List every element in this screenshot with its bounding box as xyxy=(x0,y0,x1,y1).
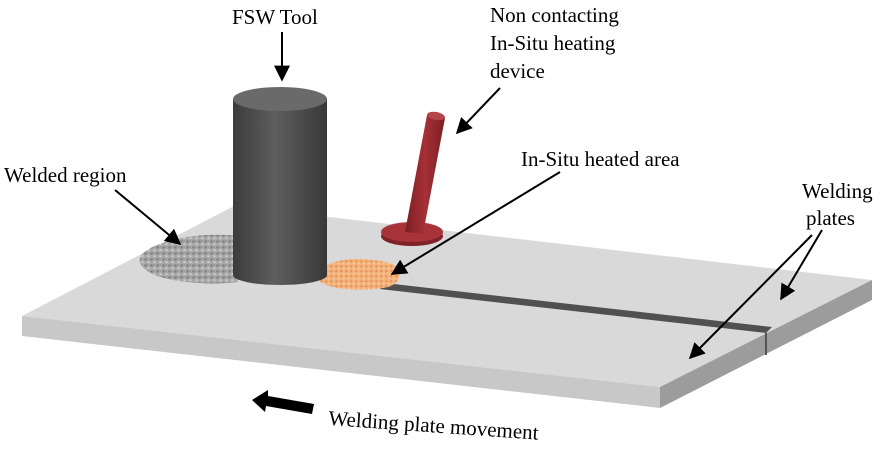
heating-device-label-line1: Non contacting xyxy=(490,3,619,27)
welded-region-label: Welded region xyxy=(4,163,127,187)
heating-device xyxy=(381,111,445,246)
welded-region-arrow xyxy=(114,189,182,246)
welding-plates xyxy=(22,206,872,408)
welding-plates-arrow-2 xyxy=(688,234,813,360)
weld-seam xyxy=(380,283,772,333)
welded-region xyxy=(139,234,238,284)
movement-arrow-icon xyxy=(252,390,314,414)
movement-label: Welding plate movement xyxy=(328,406,540,445)
annotation-arrows xyxy=(114,32,823,360)
fsw-tool xyxy=(233,87,327,285)
welding-plates-arrow-1 xyxy=(780,229,823,301)
plate-front-edge xyxy=(22,316,660,408)
welding-plates-label-line2: plates xyxy=(806,206,855,230)
welding-plates-label-line1: Welding xyxy=(802,179,873,203)
heated-area-arrow xyxy=(390,171,561,275)
heated-area-label: In-Situ heated area xyxy=(521,147,680,171)
heating-device-arrow xyxy=(455,87,501,135)
fsw-tool-label: FSW Tool xyxy=(232,5,318,29)
heating-device-label-line3: device xyxy=(490,59,545,83)
in-situ-heated-area xyxy=(318,258,400,290)
heating-device-label-line2: In-Situ heating xyxy=(490,31,616,55)
